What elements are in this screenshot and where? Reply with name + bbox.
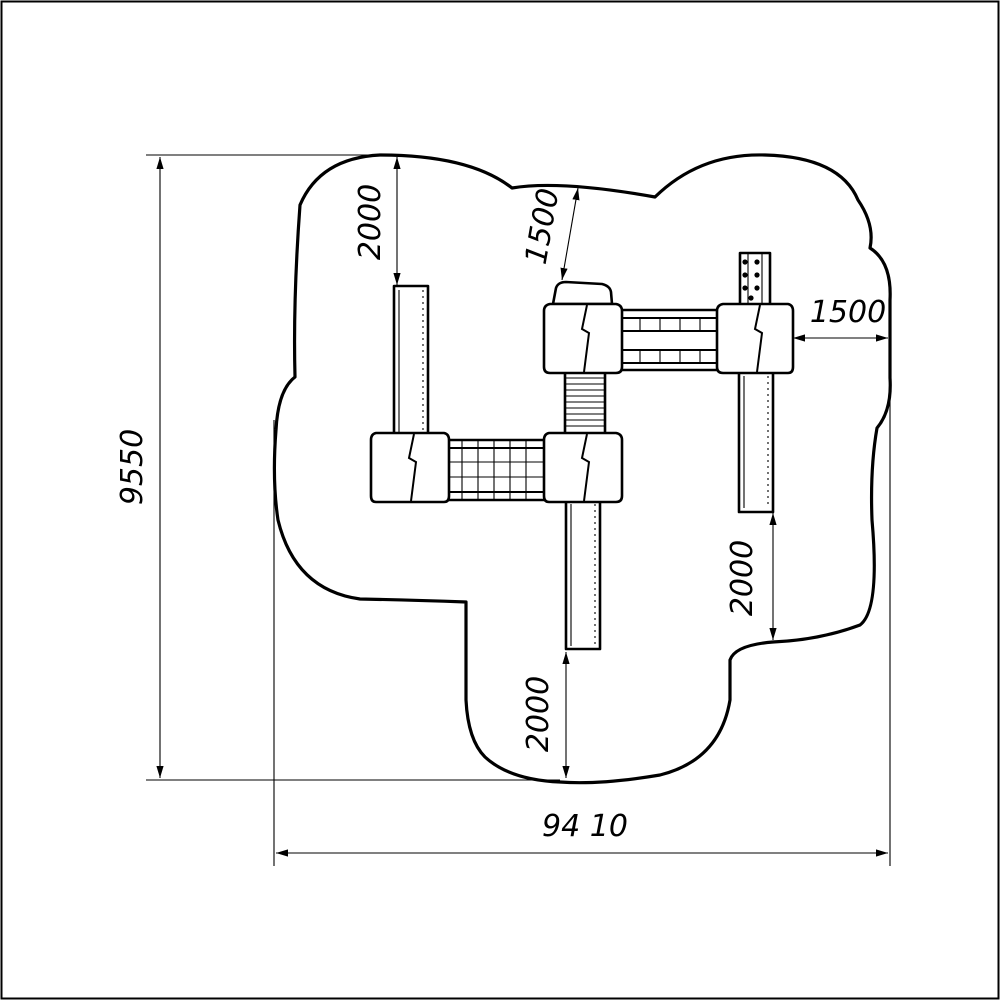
dimension-label-center-top: 1500 <box>519 186 567 267</box>
tower-top-right <box>715 302 795 375</box>
dimension-label-left-top: 2000 <box>353 184 388 260</box>
dimension-label-center-bottom: 2000 <box>521 676 556 752</box>
dimension-label-right-bottom: 2000 <box>725 540 760 616</box>
slide-center <box>564 498 602 651</box>
dimension-line-center-top <box>560 187 580 281</box>
tower-top-left <box>542 302 624 375</box>
net-bridge-left <box>445 438 549 502</box>
climbing-ladder <box>738 251 772 307</box>
stairs-center <box>563 370 607 436</box>
tower-center <box>542 431 624 504</box>
tower-top-handle <box>551 280 614 306</box>
dimension-label-width: 94 10 <box>542 809 628 844</box>
dimension-label-height: 9550 <box>115 429 150 505</box>
tower-left <box>369 431 451 504</box>
bridge-top <box>618 308 722 372</box>
dimension-label-right-side: 1500 <box>810 295 886 330</box>
slide-left <box>392 284 430 436</box>
slide-right <box>737 370 775 514</box>
